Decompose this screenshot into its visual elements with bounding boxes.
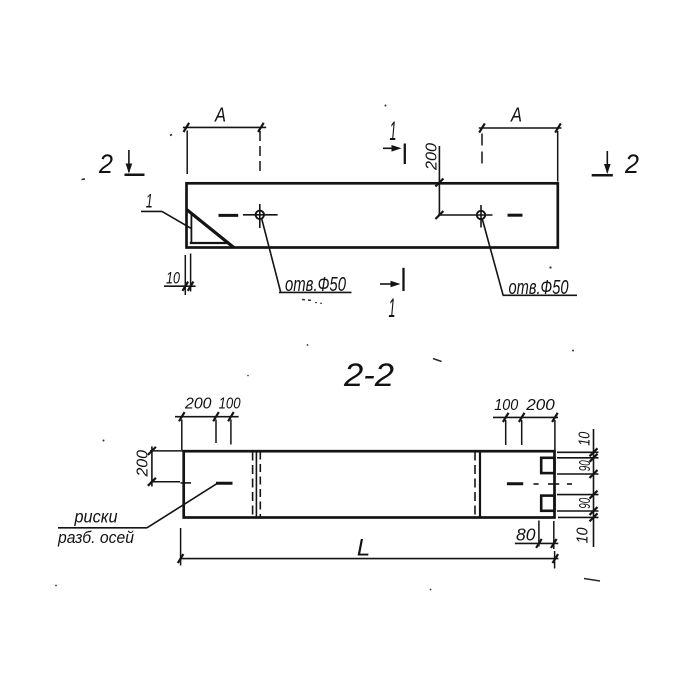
svg-text:2-2: 2-2 — [343, 357, 394, 393]
svg-text:10: 10 — [577, 432, 594, 446]
svg-text:A: A — [509, 103, 522, 126]
svg-text:отв.Ф50: отв.Ф50 — [285, 274, 346, 296]
svg-text:80: 80 — [516, 525, 536, 545]
svg-text:200: 200 — [525, 397, 555, 414]
svg-text:90: 90 — [577, 498, 594, 509]
svg-text:1: 1 — [389, 293, 396, 323]
svg-text:риски: риски — [74, 506, 118, 526]
svg-text:90: 90 — [577, 460, 594, 471]
svg-text:1: 1 — [146, 192, 153, 213]
svg-text:2: 2 — [98, 149, 113, 179]
svg-text:L: L — [357, 535, 370, 562]
svg-text:200: 200 — [184, 396, 212, 413]
svg-text:10: 10 — [166, 269, 180, 288]
svg-text:100: 100 — [219, 396, 241, 413]
svg-text:1: 1 — [390, 116, 397, 146]
svg-text:A: A — [213, 104, 226, 127]
svg-text:отв.Ф50: отв.Ф50 — [509, 277, 569, 299]
svg-text:200: 200 — [424, 143, 441, 171]
svg-text:200: 200 — [135, 450, 152, 478]
svg-text:2: 2 — [624, 149, 639, 179]
svg-text:100: 100 — [494, 397, 518, 414]
svg-text:разб. осей: разб. осей — [57, 529, 134, 547]
svg-text:10: 10 — [575, 527, 592, 543]
